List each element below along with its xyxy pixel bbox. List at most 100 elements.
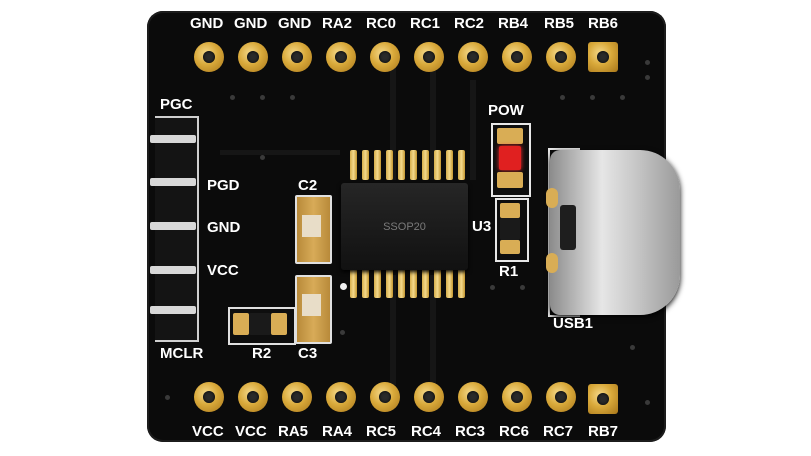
ic-pin xyxy=(374,268,381,298)
bottom-pin-pad xyxy=(238,382,268,412)
via xyxy=(340,330,345,335)
via xyxy=(560,95,565,100)
bottom-pin-label-2: VCC xyxy=(235,423,267,440)
ic-pin xyxy=(362,268,369,298)
ic-pin xyxy=(350,268,357,298)
ic-pin xyxy=(386,268,393,298)
via xyxy=(165,395,170,400)
top-pin-pad xyxy=(326,42,356,72)
resistor-r1-body xyxy=(500,218,520,240)
top-pin-label-7: RC2 xyxy=(454,15,485,32)
trace xyxy=(430,275,436,385)
top-pin-pad xyxy=(546,42,576,72)
top-pin-pad xyxy=(502,42,532,72)
top-pin-pad xyxy=(458,42,488,72)
header-label-pgc: PGC xyxy=(160,96,193,113)
trace xyxy=(430,60,436,180)
ic-pin xyxy=(422,268,429,298)
ic-pin xyxy=(446,268,453,298)
ic-pin xyxy=(422,150,429,180)
led-pow-pad xyxy=(497,128,523,144)
via xyxy=(290,95,295,100)
top-pin-label-9: RB5 xyxy=(544,15,575,32)
designator-r2: R2 xyxy=(252,345,272,362)
top-pin-label-6: RC1 xyxy=(410,15,441,32)
led-pow-body xyxy=(499,146,521,170)
header-pin xyxy=(150,178,196,186)
bottom-pin-pad xyxy=(194,382,224,412)
trace xyxy=(390,60,396,180)
header-pin xyxy=(150,222,196,230)
ic-pin xyxy=(362,150,369,180)
header-pin xyxy=(150,266,196,274)
usb-c-port-opening xyxy=(560,205,576,250)
bottom-pin-label-5: RC5 xyxy=(366,423,397,440)
via xyxy=(520,285,525,290)
ic-pin xyxy=(374,150,381,180)
header-label-gnd: GND xyxy=(207,219,241,236)
ic-pin xyxy=(446,150,453,180)
ic-pin xyxy=(434,150,441,180)
top-pin-pad xyxy=(282,42,312,72)
top-pin-label-1: GND xyxy=(190,15,224,32)
ic-ssop20: SSOP20 xyxy=(341,183,468,270)
top-pin-pad xyxy=(238,42,268,72)
designator-usb1: USB1 xyxy=(553,315,594,332)
via xyxy=(260,155,265,160)
header-label-mclr: MCLR xyxy=(160,345,204,362)
top-pin-label-5: RC0 xyxy=(366,15,397,32)
bottom-pin-label-7: RC3 xyxy=(455,423,486,440)
top-pin-label-2: GND xyxy=(234,15,268,32)
ic-pin xyxy=(350,150,357,180)
designator-u3: U3 xyxy=(472,218,492,235)
via xyxy=(260,95,265,100)
designator-r1: R1 xyxy=(499,263,519,280)
ic-pin xyxy=(398,268,405,298)
designator-pow: POW xyxy=(488,102,524,119)
usb-shield-pad xyxy=(546,188,558,208)
ic-pin1-dot xyxy=(340,283,347,290)
resistor-r2-pad xyxy=(233,313,249,335)
bottom-pin-pad xyxy=(370,382,400,412)
ic-pin xyxy=(458,150,465,180)
designator-c3: C3 xyxy=(298,345,318,362)
bottom-pin-label-6: RC4 xyxy=(411,423,442,440)
via xyxy=(230,95,235,100)
top-pin-pad xyxy=(414,42,444,72)
via xyxy=(630,345,635,350)
header-label-pgd: PGD xyxy=(207,177,240,194)
trace xyxy=(220,150,340,155)
bottom-pin-label-9: RC7 xyxy=(543,423,574,440)
header-pin xyxy=(150,306,196,314)
capacitor-c3 xyxy=(295,275,332,344)
bottom-pin-pad xyxy=(326,382,356,412)
bottom-pin-label-4: RA4 xyxy=(322,423,353,440)
capacitor-c3-body xyxy=(302,294,321,316)
bottom-pin-label-10: RB7 xyxy=(588,423,619,440)
header-pin xyxy=(150,135,196,143)
top-pin-pad xyxy=(194,42,224,72)
designator-c2: C2 xyxy=(298,177,318,194)
ic-package-label: SSOP20 xyxy=(383,221,426,233)
led-pow-pad xyxy=(497,172,523,188)
usb-outline xyxy=(548,148,580,317)
via xyxy=(645,75,650,80)
top-pin-label-8: RB4 xyxy=(498,15,529,32)
bottom-pin-label-3: RA5 xyxy=(278,423,309,440)
bottom-pin-label-1: VCC xyxy=(192,423,224,440)
capacitor-c2-body xyxy=(302,215,321,237)
via xyxy=(645,400,650,405)
ic-pin xyxy=(458,268,465,298)
bottom-pin-pad xyxy=(414,382,444,412)
header-label-vcc: VCC xyxy=(207,262,239,279)
top-pin-label-3: GND xyxy=(278,15,312,32)
bottom-pin-pad-square xyxy=(588,384,618,414)
via xyxy=(490,285,495,290)
bottom-pin-pad xyxy=(282,382,312,412)
via xyxy=(590,95,595,100)
resistor-r2-pad xyxy=(271,313,287,335)
resistor-r2-body xyxy=(249,313,271,335)
trace xyxy=(390,275,396,385)
bottom-pin-pad xyxy=(458,382,488,412)
top-pin-pad-square xyxy=(588,42,618,72)
